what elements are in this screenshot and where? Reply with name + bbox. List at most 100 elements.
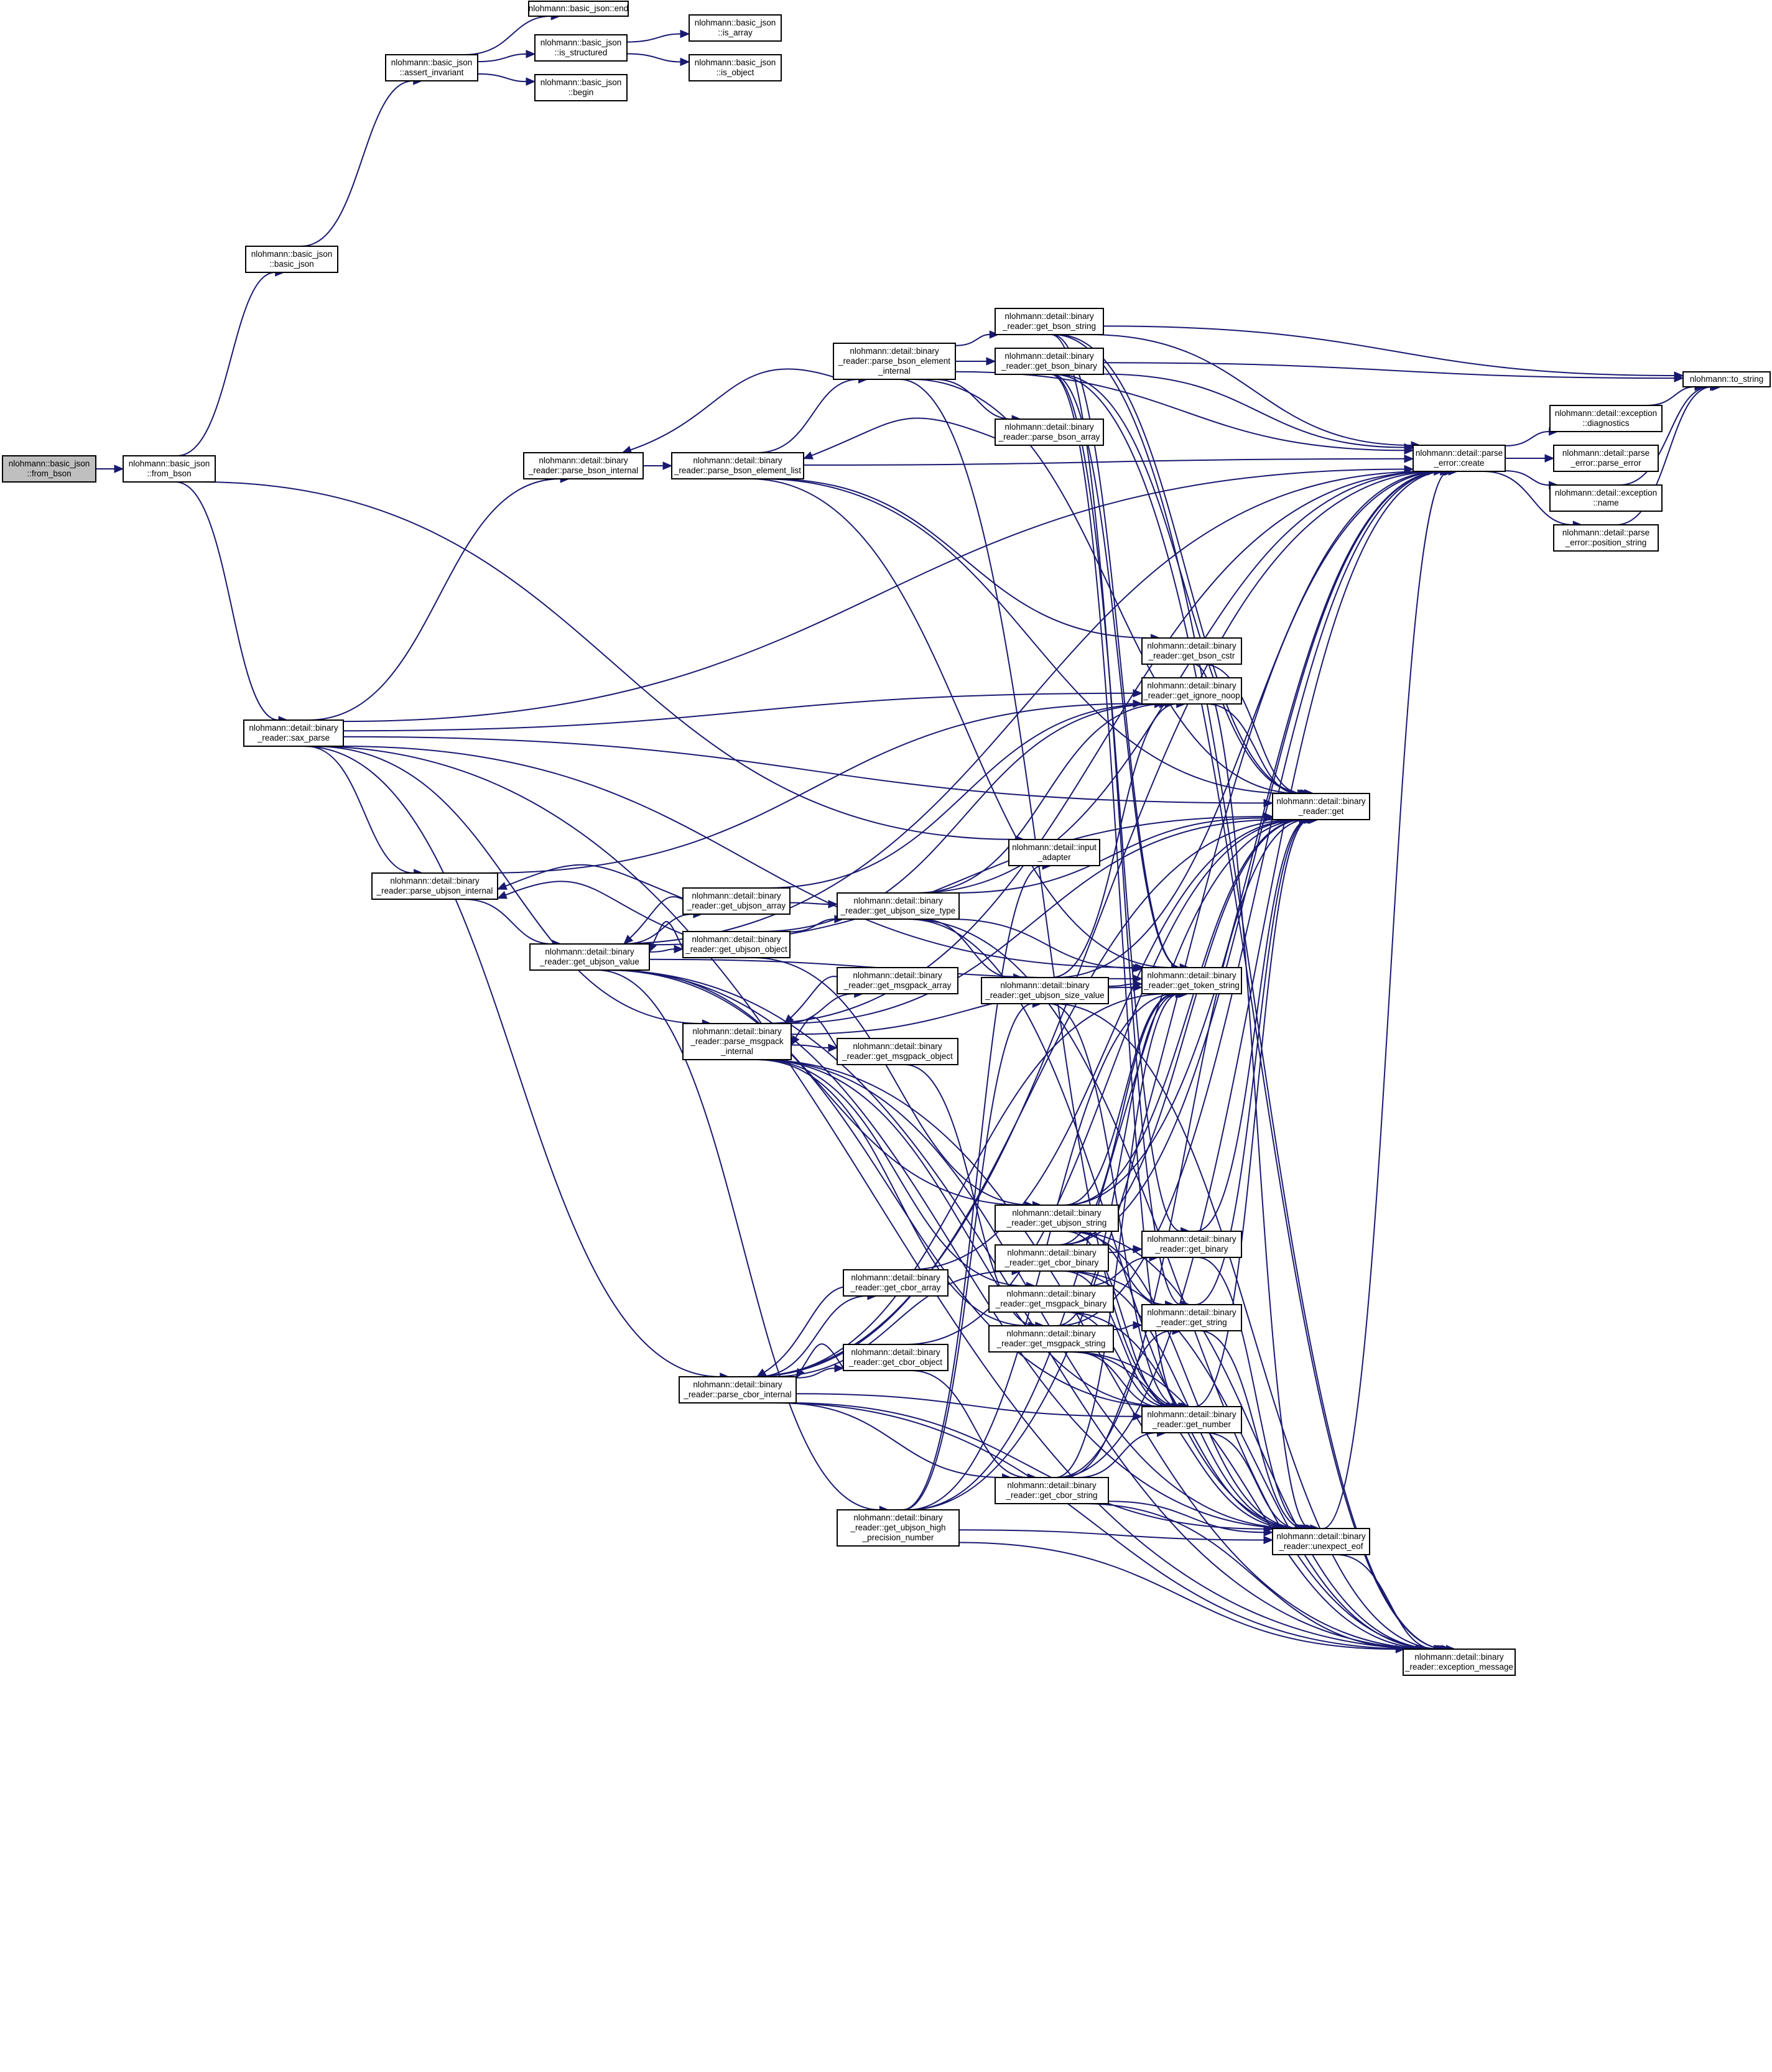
node-parse-bson-element-list[interactable]: nlohmann::detail::binary_reader::parse_b… [671,452,804,479]
node-from-bson[interactable]: nlohmann::basic_json::from_bson [123,455,216,483]
node-get-cbor-binary[interactable]: nlohmann::detail::binary_reader::get_cbo… [995,1244,1109,1272]
edge-get_ubjson_object-to-parse_ubjson_internal [496,881,684,935]
node-layer: nlohmann::basic_json::from_bsonnlohmann:… [2,1,1771,1676]
node-bj-end[interactable]: nlohmann::basic_json::end [528,1,629,17]
node-from-bson-caller[interactable]: nlohmann::basic_json::from_bson [2,455,96,483]
node-parse-error-parse-error[interactable]: nlohmann::detail::parse_error::parse_err… [1553,445,1659,472]
node-label: nlohmann::basic_json [540,78,622,87]
node-is-object[interactable]: nlohmann::basic_json::is_object [689,54,782,81]
node-parse-cbor-internal[interactable]: nlohmann::detail::binary_reader::parse_c… [679,1376,797,1404]
node-is-array[interactable]: nlohmann::basic_json::is_array [689,14,782,42]
node-label: _reader::sax_parse [257,733,330,742]
node-label: nlohmann::detail::binary [539,456,628,465]
edge-parse_bson_array-to-parse_bson_element_list [802,417,996,460]
edge-line [630,368,842,451]
edge-line [778,1402,1003,1478]
node-position-string[interactable]: nlohmann::detail::parse_error::position_… [1553,524,1659,552]
arrowhead [1395,1645,1406,1653]
edge-get_msgpack_string-to-get_string [1113,1321,1143,1330]
edge-line [749,478,1172,968]
edge-line [958,1529,1264,1541]
node-get-string[interactable]: nlohmann::detail::binary_reader::get_str… [1141,1304,1242,1331]
node-label: _reader::get_msgpack_array [843,981,952,990]
edge-line [953,817,1264,894]
node-box [1272,793,1370,820]
node-get-ubjson-string[interactable]: nlohmann::detail::binary_reader::get_ubj… [995,1205,1119,1232]
node-get-bson-cstr[interactable]: nlohmann::detail::binary_reader::get_bso… [1141,637,1242,665]
node-exception-name[interactable]: nlohmann::detail::exception::name [1549,484,1663,512]
edge-line [1067,1351,1434,1650]
node-get-msgpack-string[interactable]: nlohmann::detail::binary_reader::get_msg… [988,1325,1114,1353]
node-label: nlohmann::detail::input [1012,843,1097,852]
node-get-cbor-string[interactable]: nlohmann::detail::binary_reader::get_cbo… [995,1477,1109,1504]
node-exception-diagnostics[interactable]: nlohmann::detail::exception::diagnostics [1549,405,1663,432]
edge-line [1066,1311,1168,1407]
node-get-bson-string[interactable]: nlohmann::detail::binary_reader::get_bso… [995,308,1104,335]
node-input-adapter[interactable]: nlohmann::detail::input_adapter [1008,839,1100,866]
edge-line [795,1017,838,1048]
node-sax-parse[interactable]: nlohmann::detail::binary_reader::sax_par… [243,719,344,747]
node-get-msgpack-binary[interactable]: nlohmann::detail::binary_reader::get_msg… [988,1285,1114,1313]
node-label: nlohmann::detail::binary [853,1042,942,1051]
node-get-ubjson-size-value[interactable]: nlohmann::detail::binary_reader::get_ubj… [981,977,1109,1004]
node-get-ubjson-high-precision-number[interactable]: nlohmann::detail::binary_reader::get_ubj… [837,1509,960,1547]
node-label: ::is_structured [555,48,608,57]
node-get-ubjson-array[interactable]: nlohmann::detail::binary_reader::get_ubj… [682,887,791,915]
node-bj-begin[interactable]: nlohmann::basic_json::begin [534,74,628,101]
node-label: nlohmann::detail::binary [851,1348,940,1357]
node-label: nlohmann::detail::binary [693,456,782,465]
node-label: nlohmann::detail::parse [1562,448,1649,458]
edge-line [750,819,1300,1377]
edge-parse_msgpack_internal-to-get_msgpack_array [784,989,864,1024]
edge-line [796,1367,835,1379]
edge-line [772,1402,1416,1650]
node-to-string[interactable]: nlohmann::to_string [1682,371,1771,387]
node-get-cbor-object[interactable]: nlohmann::detail::binary_reader::get_cbo… [843,1344,949,1371]
node-get-ubjson-size-type[interactable]: nlohmann::detail::binary_reader::get_ubj… [837,892,960,920]
edge-line [759,471,1435,1024]
node-assert-invariant[interactable]: nlohmann::basic_json::assert_invariant [385,54,478,81]
node-get-bson-binary[interactable]: nlohmann::detail::binary_reader::get_bso… [995,348,1104,375]
node-get-ubjson-value[interactable]: nlohmann::detail::binary_reader::get_ubj… [529,943,650,971]
node-unexpect-eof[interactable]: nlohmann::detail::binary_reader::unexpec… [1272,1528,1370,1555]
edge-line [606,969,1166,1407]
node-label: ::from_bson [147,469,191,478]
node-label: _reader::get_bson_binary [1001,361,1097,371]
arrowhead [989,330,1000,339]
edge-from_bson_caller-to-from_bson [96,465,124,473]
edge-parse_msgpack_internal-to-parse_error_create [759,467,1444,1024]
edge-line [1108,983,1134,987]
node-label: ::diagnostics [1582,419,1629,428]
node-bj-basic-json[interactable]: nlohmann::basic_json::basic_json [245,246,338,273]
node-label: nlohmann::basic_json [695,18,776,27]
node-get-msgpack-array[interactable]: nlohmann::detail::binary_reader::get_msg… [837,967,958,994]
arrowhead [662,461,673,470]
node-parse-error-create[interactable]: nlohmann::detail::parse_error::create [1412,445,1506,472]
edge-line [1619,386,1710,486]
node-get-number[interactable]: nlohmann::detail::binary_reader::get_num… [1141,1406,1242,1433]
node-get-ubjson-object[interactable]: nlohmann::detail::binary_reader::get_ubj… [682,931,791,958]
edge-line [1197,1257,1307,1529]
node-parse-ubjson-internal[interactable]: nlohmann::detail::binary_reader::parse_u… [371,872,498,900]
node-get-cbor-array[interactable]: nlohmann::detail::binary_reader::get_cbo… [843,1269,949,1297]
edge-get_ubjson_high_precision_number-to-unexpect_eof [958,1529,1274,1545]
node-get[interactable]: nlohmann::detail::binary_reader::get [1272,793,1370,820]
node-get-binary[interactable]: nlohmann::detail::binary_reader::get_bin… [1141,1231,1242,1258]
node-get-ignore-noop[interactable]: nlohmann::detail::binary_reader::get_ign… [1141,677,1242,705]
edge-line [1483,471,1574,525]
node-parse-msgpack-internal[interactable]: nlohmann::detail::binary_reader::parse_m… [682,1023,792,1060]
node-get-msgpack-object[interactable]: nlohmann::detail::binary_reader::get_msg… [837,1038,958,1065]
node-parse-bson-array[interactable]: nlohmann::detail::binary_reader::parse_b… [995,419,1104,446]
node-label: _reader::get_msgpack_object [842,1052,953,1061]
edge-line [752,993,1169,1377]
node-label: _reader::get_number [1152,1420,1232,1429]
node-get-token-string[interactable]: nlohmann::detail::binary_reader::get_tok… [1141,967,1242,994]
node-parse-bson-internal[interactable]: nlohmann::detail::binary_reader::parse_b… [523,452,644,479]
node-label: nlohmann::detail::binary [1147,641,1236,650]
edge-line [1194,664,1311,1529]
node-exception-message[interactable]: nlohmann::detail::binary_reader::excepti… [1403,1649,1516,1676]
node-parse-bson-element-internal[interactable]: nlohmann::detail::binary_reader::parse_b… [833,343,956,380]
node-box [682,1023,792,1060]
node-is-structured[interactable]: nlohmann::basic_json::is_structured [534,34,628,62]
edge-line [902,1003,1033,1510]
